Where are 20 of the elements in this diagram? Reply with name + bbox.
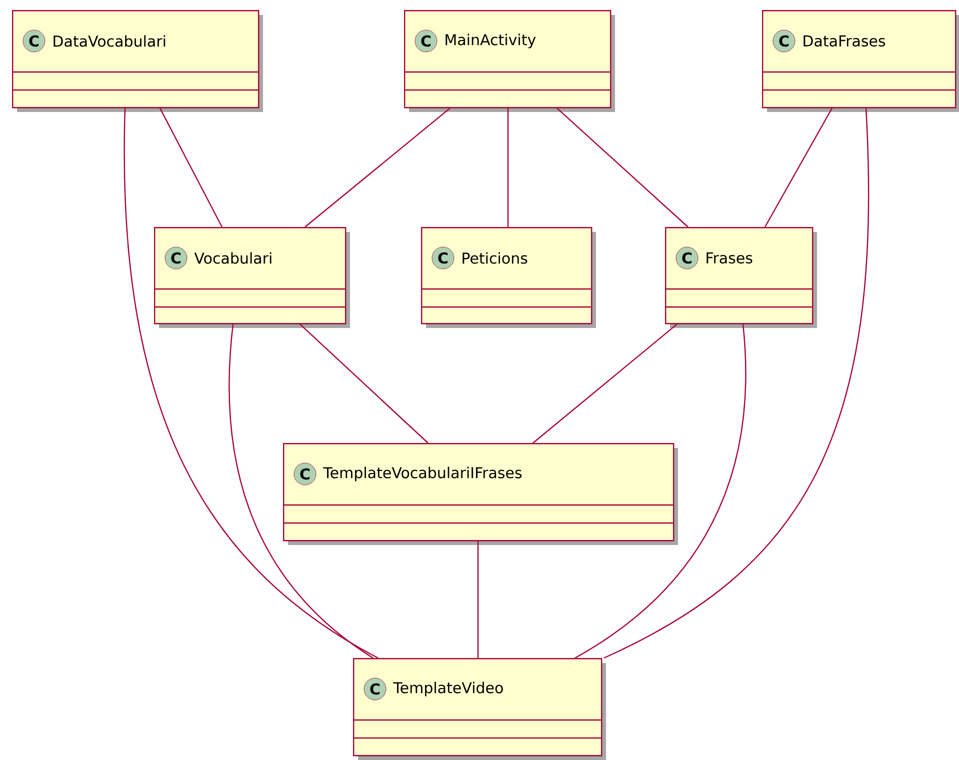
class-box: C Peticions bbox=[421, 227, 596, 328]
association-line bbox=[304, 108, 450, 228]
association-line bbox=[764, 108, 833, 228]
class-box: C MainActivity bbox=[404, 10, 615, 112]
association-line bbox=[124, 108, 378, 659]
association-line bbox=[228, 324, 374, 658]
association-line bbox=[556, 108, 688, 228]
association-line bbox=[574, 324, 746, 658]
association-line bbox=[507, 108, 509, 227]
association-line bbox=[300, 324, 428, 444]
class-box: C DataFrases bbox=[762, 10, 959, 112]
class-box: C TemplateVocabulariIFrases bbox=[283, 443, 678, 545]
association-line bbox=[532, 324, 678, 444]
association-line bbox=[159, 108, 223, 228]
class-box: C Vocabulari bbox=[154, 227, 350, 328]
association-line bbox=[477, 541, 479, 658]
association-line bbox=[604, 108, 870, 659]
class-box: C Frases bbox=[665, 227, 817, 328]
class-box: C DataVocabulari bbox=[12, 10, 263, 112]
class-box: C TemplateVideo bbox=[353, 658, 606, 760]
